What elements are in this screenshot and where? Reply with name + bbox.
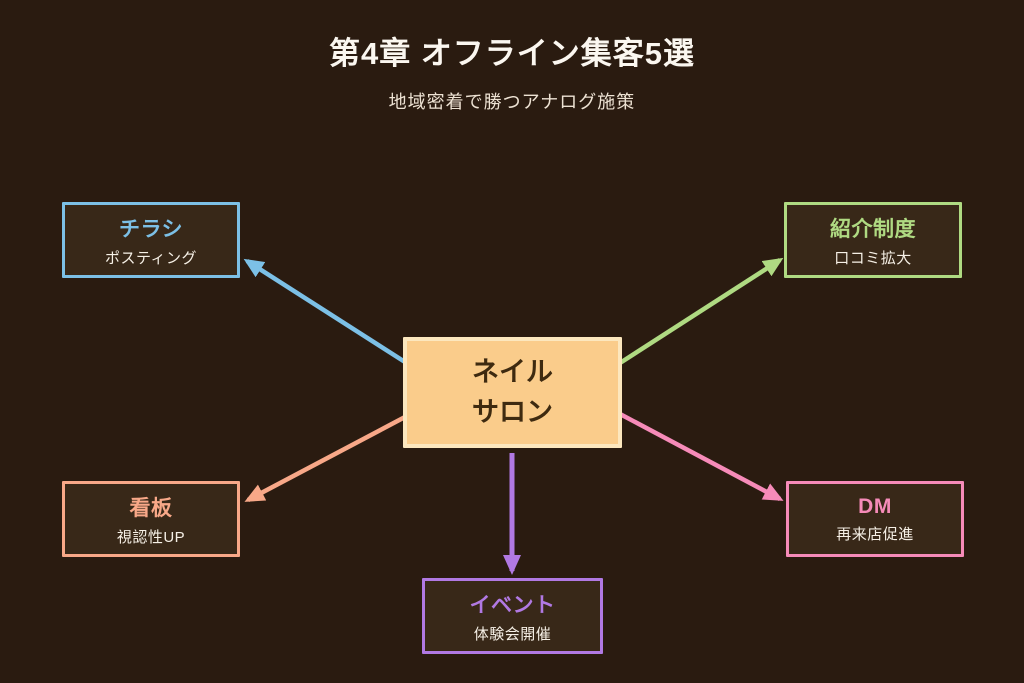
node-chirashi-subtitle: ポスティング	[104, 249, 198, 267]
node-chirashi-title: チラシ	[118, 217, 184, 241]
center-node-label-line1: ネイル	[472, 357, 553, 388]
node-dm-subtitle: 再来店促進	[836, 525, 914, 543]
node-nail-salon: ネイル サロン	[403, 337, 622, 448]
diagram-header: 第4章 オフライン集客5選 地域密着で勝つアナログ施策	[0, 28, 1024, 114]
node-dm-title: DM	[858, 494, 892, 518]
arrow-to-chirashi	[243, 258, 407, 364]
page-subtitle: 地域密着で勝つアナログ施策	[388, 92, 636, 112]
node-chirashi: チラシ ポスティング	[62, 202, 240, 278]
arrow-to-kanban	[244, 415, 407, 502]
node-shoukai-seido: 紹介制度 口コミ拡大	[784, 202, 962, 278]
arrow-to-dm	[618, 412, 784, 501]
page-title: 第4章 オフライン集客5選	[328, 36, 696, 71]
node-event-title: イベント	[469, 593, 556, 617]
node-kanban: 看板 視認性UP	[62, 481, 240, 557]
node-event-subtitle: 体験会開催	[473, 625, 552, 643]
node-shoukai-subtitle: 口コミ拡大	[834, 249, 912, 267]
center-node-label-line2: サロン	[472, 396, 553, 427]
node-kanban-subtitle: 視認性UP	[116, 528, 186, 546]
arrow-to-shoukai	[618, 257, 784, 365]
node-shoukai-title: 紹介制度	[830, 217, 916, 241]
node-kanban-title: 看板	[129, 496, 173, 520]
node-event: イベント 体験会開催	[422, 578, 603, 654]
node-dm: DM 再来店促進	[786, 481, 964, 557]
